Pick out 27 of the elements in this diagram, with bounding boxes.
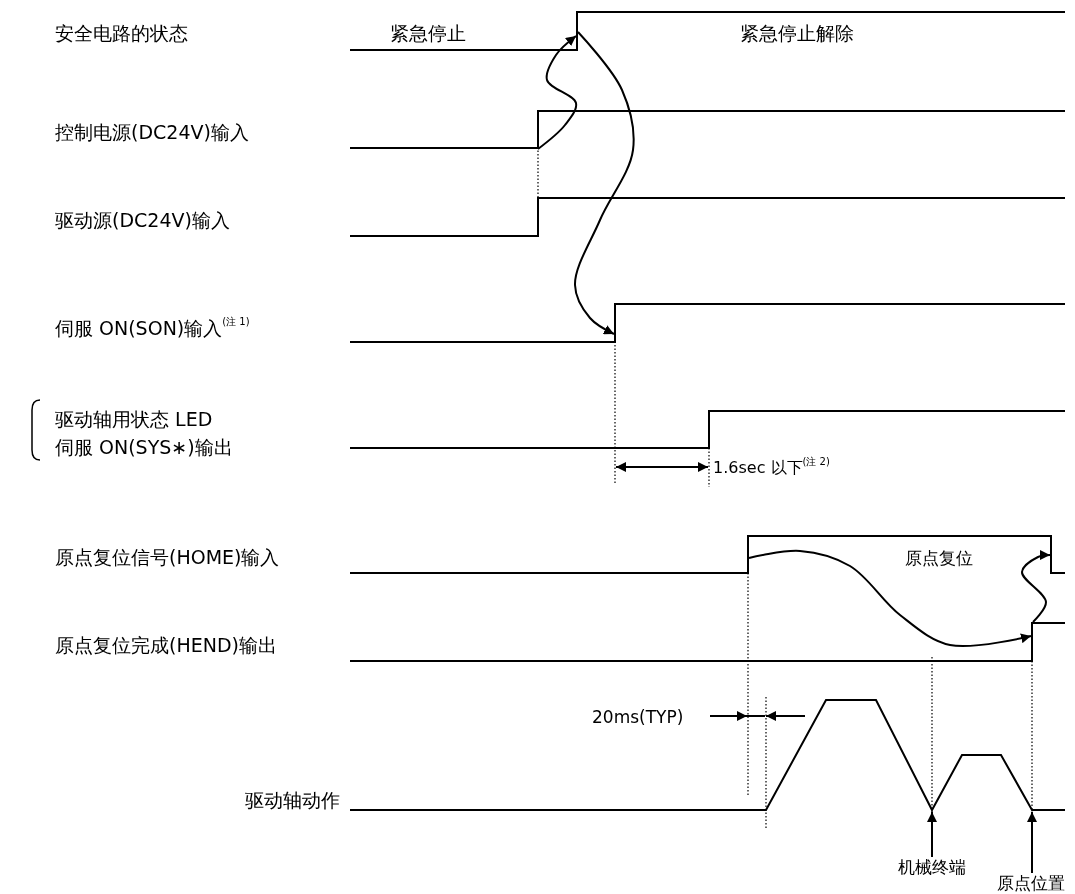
causal-arrow (537, 35, 578, 150)
signal-label: 紧急停止解除 (740, 21, 854, 45)
signal-edge (614, 303, 616, 343)
leader-arrow (1027, 811, 1037, 874)
signal-pulse (747, 535, 1052, 574)
signal-label: 原点复位信号(HOME)输入 (55, 545, 280, 569)
signal-label: 控制电源(DC24V)输入 (55, 120, 249, 144)
signal-edge (576, 11, 578, 51)
signal-label: 驱动轴动作 (245, 788, 340, 812)
signal-label: 紧急停止 (390, 21, 466, 45)
signal-label: 1.6sec 以下$^{(注 2)}$ (713, 456, 830, 479)
causal-arrow (748, 549, 1032, 648)
signal-label: 20ms(TYP) (592, 706, 684, 729)
causal-arrow (1021, 550, 1051, 623)
signal-label: 驱动轴用状态 LED (55, 407, 213, 431)
causal-arrow (574, 31, 635, 335)
point-label: 原点位置 (997, 873, 1067, 893)
leader-arrow (927, 811, 937, 858)
signal-edge (537, 110, 539, 149)
signal-label: 安全电路的状态 (55, 21, 188, 45)
signal-label: 原点复位完成(HEND)输出 (55, 633, 277, 657)
signal-label: 原点复位 (905, 547, 973, 570)
signal-edge (1031, 622, 1033, 662)
signal-label: 伺服 ON(SON)输入$^{(注 1)}$ (55, 316, 250, 340)
signal-label: 伺服 ON(SYS∗)输出 (55, 435, 233, 459)
signal-label: 驱动源(DC24V)输入 (55, 208, 230, 232)
point-label: 机械终端 (898, 857, 968, 877)
